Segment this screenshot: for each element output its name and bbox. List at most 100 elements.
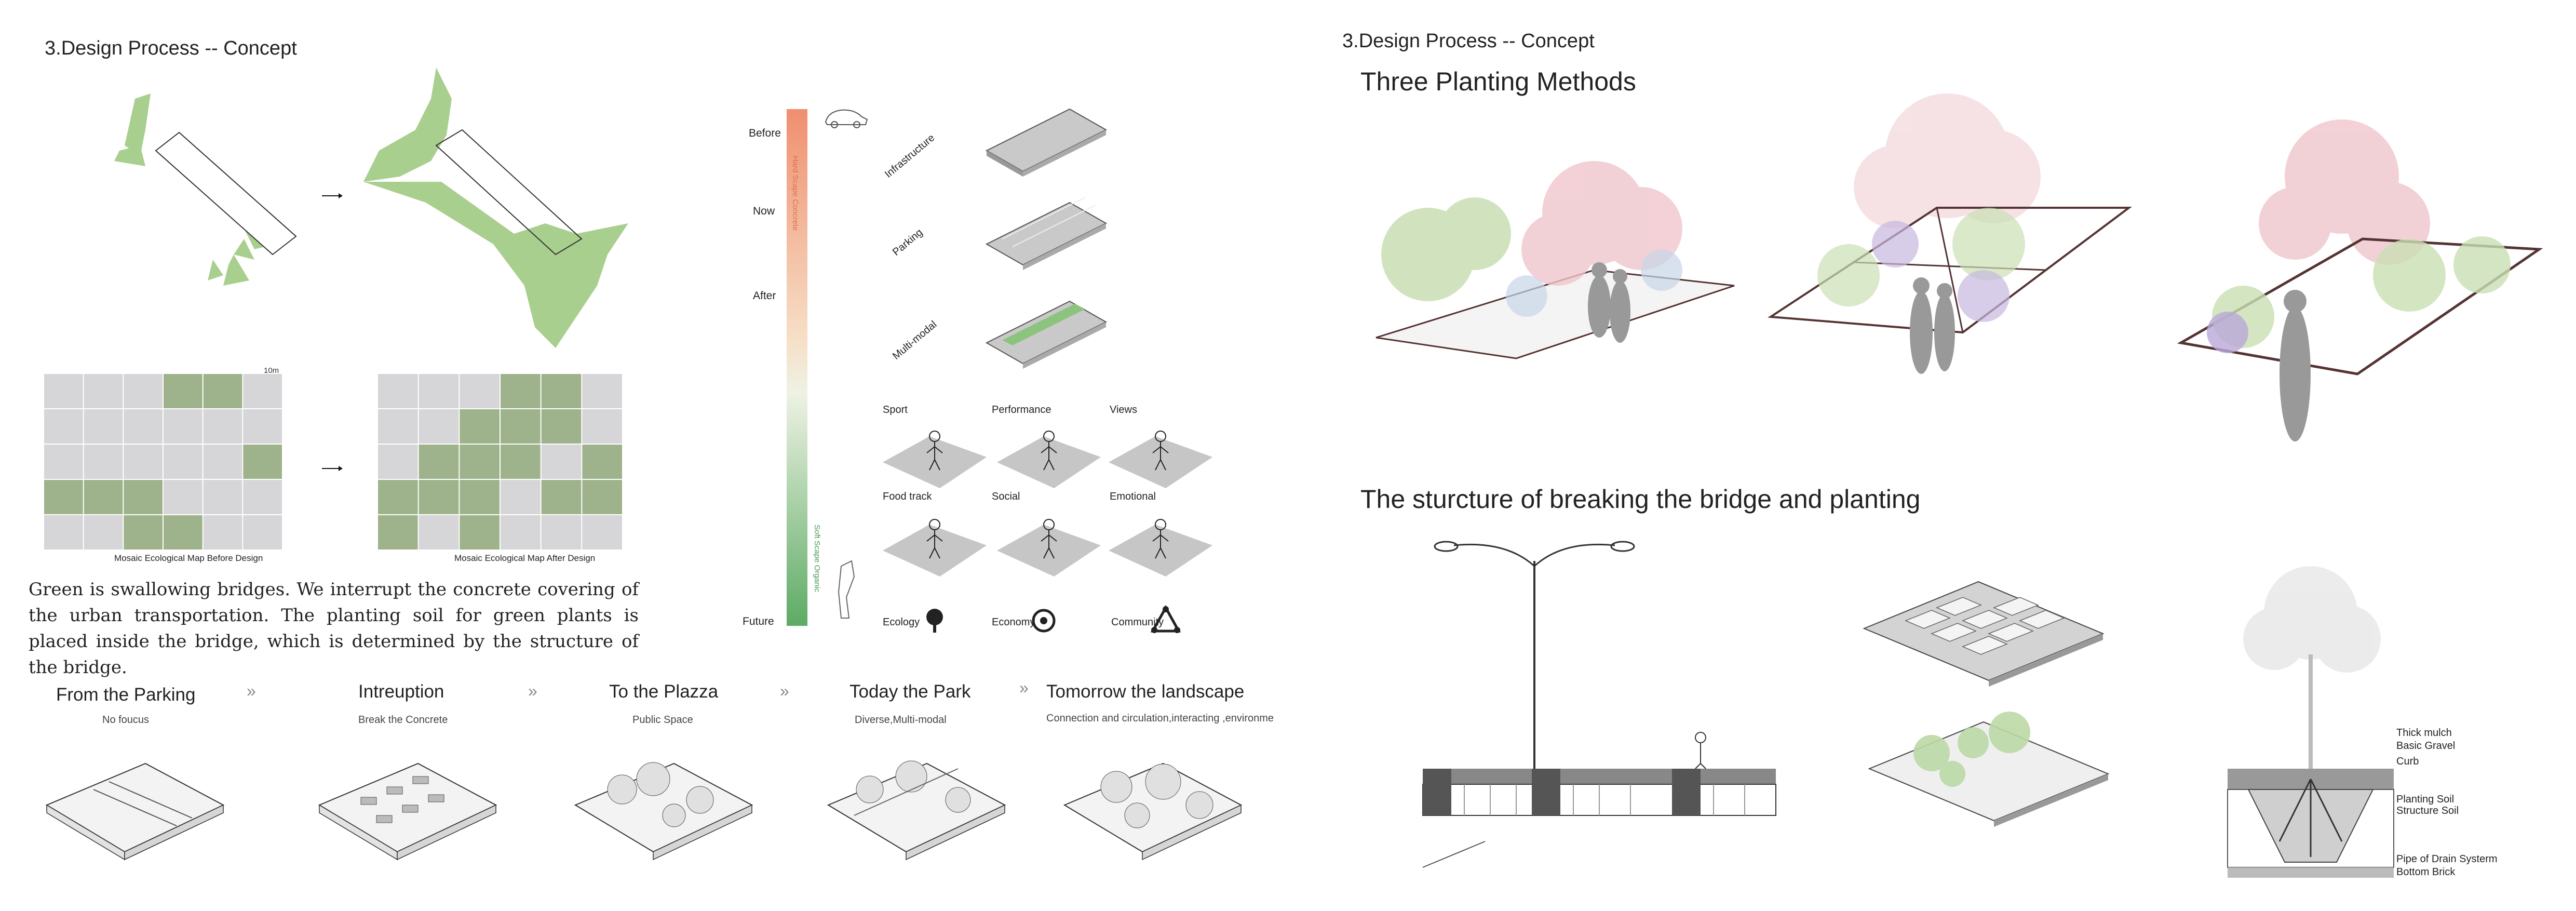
timeline-label-after: After xyxy=(753,290,776,302)
mosaic-cell xyxy=(460,480,500,514)
mosaic-cell xyxy=(378,409,418,444)
mosaic-cell xyxy=(419,515,459,550)
section-label-thick-mulch: Thick mulch xyxy=(2396,727,2452,739)
chevron-icon: » xyxy=(528,681,537,700)
stage-landscape-drawing xyxy=(1063,762,1243,861)
arrow-icon xyxy=(322,193,343,198)
mosaic-cell xyxy=(378,374,418,408)
activity-tile xyxy=(883,436,987,488)
stage-title-intreuption: Intreuption xyxy=(358,681,444,702)
chevron-icon: » xyxy=(1019,678,1029,697)
activity-label-sport: Sport xyxy=(883,404,908,416)
mosaic-cell xyxy=(378,515,418,550)
left-section-title: 3.Design Process -- Concept xyxy=(45,37,297,59)
right-section-title: 3.Design Process -- Concept xyxy=(1342,30,1595,52)
bridge-section-lamp-drawing xyxy=(1422,541,1776,868)
mosaic-cell xyxy=(419,480,459,514)
mosaic-cell xyxy=(84,445,123,479)
mosaic-cell xyxy=(460,445,500,479)
mosaic-cell xyxy=(419,374,459,408)
mosaic-cell xyxy=(164,445,203,479)
activity-tile xyxy=(997,436,1101,488)
bridge-grid-planting-drawing xyxy=(1863,581,2105,687)
mosaic-cell xyxy=(124,374,163,408)
bridge-multimodal-drawing xyxy=(985,300,1108,369)
mosaic-cell xyxy=(243,374,282,408)
activity-tiles xyxy=(883,431,1212,577)
mosaic-cell xyxy=(44,515,83,550)
stage-title-parking: From the Parking xyxy=(56,685,196,705)
mosaic-cell xyxy=(44,445,83,479)
bridge-infrastructure-drawing xyxy=(985,108,1108,177)
bridge-green-planting-drawing xyxy=(1868,712,2110,827)
person-figure-icon xyxy=(1041,431,1057,471)
coin-icon xyxy=(1032,609,1056,633)
stage-intreuption-drawing xyxy=(318,762,497,861)
stage-desc-park: Diverse,Multi-modal xyxy=(855,714,947,726)
soil-section-drawing xyxy=(2227,566,2394,878)
section-label-basic-gravel: Basic Gravel xyxy=(2396,740,2456,752)
community-icon xyxy=(1150,605,1181,633)
bridge-green-after-sketch xyxy=(363,68,628,348)
bridge-label-infrastructure: Infrastructure xyxy=(883,132,937,180)
mosaic-cell xyxy=(243,409,282,444)
mosaic-map-after-label: Mosaic Ecological Map After Design xyxy=(454,553,596,563)
mosaic-cell xyxy=(243,445,282,479)
mosaic-cell xyxy=(203,409,242,444)
mosaic-cell xyxy=(124,445,163,479)
mosaic-cell xyxy=(378,445,418,479)
mosaic-cell xyxy=(501,374,541,408)
bridge-green-before-sketch xyxy=(114,93,297,286)
stage-title-landscape: Tomorrow the landscape xyxy=(1046,681,1245,702)
mosaic-cell xyxy=(541,480,582,514)
timeline-label-before: Before xyxy=(749,127,781,139)
animal-icon xyxy=(838,560,855,619)
planting-method-2-drawing xyxy=(1768,93,2132,374)
person-figure-icon xyxy=(1152,519,1169,559)
mosaic-cell xyxy=(164,515,203,550)
mosaic-cell xyxy=(124,409,163,444)
structure-title: The sturcture of breaking the bridge and… xyxy=(1360,485,1921,514)
stage-desc-intreuption: Break the Concrete xyxy=(358,714,448,726)
mosaic-cell xyxy=(582,515,622,550)
mosaic-cell xyxy=(501,409,541,444)
activity-tile xyxy=(1109,525,1212,577)
bridge-label-parking: Parking xyxy=(891,226,925,258)
person-figure-icon xyxy=(926,519,943,559)
mosaic-cell xyxy=(203,515,242,550)
mosaic-cell xyxy=(582,445,622,479)
mosaic-cell xyxy=(460,374,500,408)
tree-icon xyxy=(926,609,943,633)
stage-desc-parking: No foucus xyxy=(102,714,150,726)
mosaic-cell xyxy=(84,480,123,514)
mosaic-map-before-label: Mosaic Ecological Map Before Design xyxy=(114,553,263,563)
mosaic-cell xyxy=(582,480,622,514)
mosaic-cell xyxy=(460,409,500,444)
activity-label-views: Views xyxy=(1110,404,1137,416)
mosaic-cell xyxy=(164,480,203,514)
section-label-pipe-drain: Pipe of Drain Systerm xyxy=(2396,853,2498,865)
outcome-label-ecology: Ecology xyxy=(883,617,920,628)
outcome-label-community: Community xyxy=(1111,617,1164,628)
car-icon xyxy=(825,109,868,128)
person-figure-icon xyxy=(926,431,943,471)
stage-desc-landscape: Connection and circulation,interacting ,… xyxy=(1046,713,1274,724)
mosaic-cell xyxy=(44,374,83,408)
mosaic-cell xyxy=(164,374,203,408)
person-figure-icon xyxy=(1152,431,1169,471)
section-label-bottom-brick: Bottom Brick xyxy=(2396,866,2456,878)
mosaic-cell xyxy=(419,445,459,479)
mosaic-cell xyxy=(501,480,541,514)
mosaic-cell xyxy=(541,374,582,408)
section-label-curb: Curb xyxy=(2396,756,2419,767)
mosaic-cell xyxy=(44,409,83,444)
timeline-label-now: Now xyxy=(753,205,775,217)
mosaic-map-before xyxy=(44,374,282,550)
mosaic-cell xyxy=(164,409,203,444)
activity-tile xyxy=(997,525,1101,577)
hard-scape-label: Hard Scape Concrete xyxy=(791,156,800,231)
timeline-label-future: Future xyxy=(743,615,774,627)
mosaic-cell xyxy=(501,445,541,479)
scale-label: 10m xyxy=(264,366,279,375)
section-label-structure-soil: Structure Soil xyxy=(2396,805,2459,816)
